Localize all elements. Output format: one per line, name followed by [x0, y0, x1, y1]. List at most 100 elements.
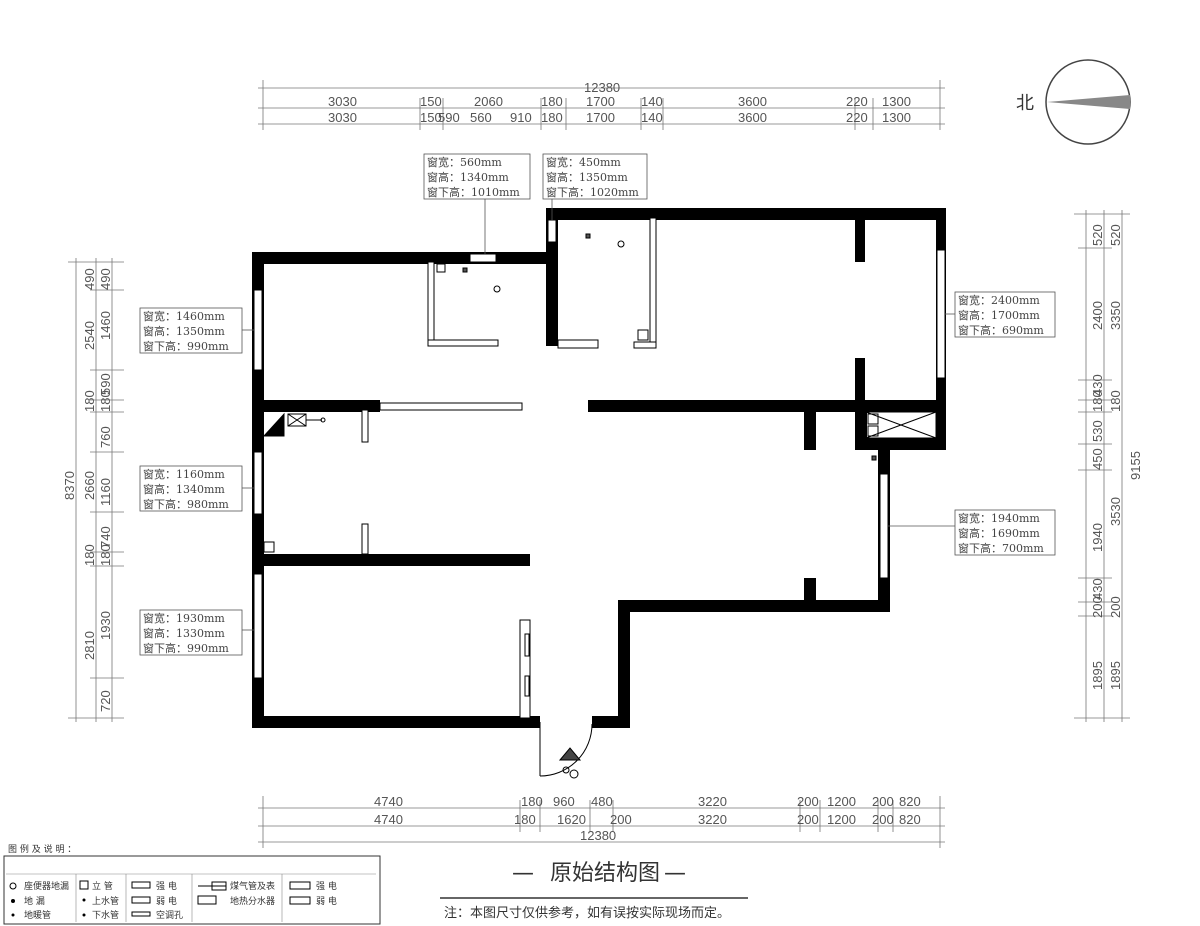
legend-item-1: 座便器地漏 — [24, 880, 69, 892]
window-6-height: 窗高：1690mm — [958, 526, 1040, 540]
legend: 图 例 及 说 明 ： 座便器地漏 地 漏 地暖管 立 管 上水管 下水管 强 … — [3, 843, 381, 925]
legend-title: 图 例 及 说 明 ： — [8, 843, 76, 855]
left-inner-1: 490 — [98, 268, 113, 290]
bottom-dim2-3: 1620 — [557, 812, 586, 827]
thin-partitions — [361, 217, 657, 719]
bottom-total-dim: 12380 — [580, 828, 616, 843]
right-inner-10: 1895 — [1090, 661, 1105, 690]
left-outer-1: 490 — [82, 268, 97, 290]
top-dim2-11: 1300 — [882, 110, 911, 125]
door-frame-2 — [524, 675, 530, 697]
right-inner-2: 2400 — [1090, 301, 1105, 330]
bottom-dim-8: 200 — [872, 794, 894, 809]
left-inner-10: 720 — [98, 690, 113, 712]
top-dim-4: 180 — [541, 94, 563, 109]
legend-item-6: 下水管 — [92, 909, 119, 921]
bottom-dim-4: 480 — [591, 794, 613, 809]
top-dim-2: 150 — [420, 94, 442, 109]
window-5 — [253, 451, 263, 515]
fixtures — [262, 233, 937, 697]
top-dim2-1: 3030 — [328, 110, 357, 125]
right-outer-4: 3530 — [1108, 497, 1123, 526]
window-5-height: 窗高：1340mm — [143, 482, 225, 496]
bottom-dim-3: 960 — [553, 794, 575, 809]
pipe-dot-3 — [871, 455, 877, 461]
legend-item-4: 立 管 — [92, 880, 113, 892]
window-7-width: 窗宽：1930mm — [143, 611, 225, 625]
bottom-dim2-2: 180 — [514, 812, 536, 827]
bottom-dim2-8: 200 — [872, 812, 894, 827]
window-5-width: 窗宽：1160mm — [143, 467, 225, 481]
left-inner-8: 180 — [98, 544, 113, 566]
window-label-6: 窗宽：1940mm 窗高：1690mm 窗下高：700mm — [888, 509, 1056, 556]
entrance-door — [539, 722, 593, 779]
disclaimer-note: 注：本图尺寸仅供参考，如有误按实际现场而定。 — [444, 905, 730, 921]
window-4 — [253, 289, 263, 371]
left-inner-7: 740 — [98, 526, 113, 548]
window-5-sill: 窗下高：980mm — [143, 497, 229, 511]
window-3-width: 窗宽：2400mm — [958, 293, 1040, 307]
legend-item-11: 地热分水器 — [230, 895, 275, 907]
window-label-4: 窗宽：1460mm 窗高：1350mm 窗下高：990mm — [139, 307, 254, 354]
bottom-dim2-1: 4740 — [374, 812, 403, 827]
left-dimensions — [68, 258, 124, 722]
left-outer-5: 180 — [82, 544, 97, 566]
title-dash-right: — — [664, 861, 686, 886]
bottom-dim-9: 820 — [899, 794, 921, 809]
window-2-height: 窗高：1350mm — [546, 170, 628, 184]
bottom-dim-7: 1200 — [827, 794, 856, 809]
legend-item-8: 弱 电 — [156, 895, 177, 907]
left-inner-6: 1160 — [98, 478, 113, 506]
corner-pillar — [262, 412, 285, 437]
window-2-sill: 窗下高：1020mm — [546, 185, 639, 199]
top-dim2-7: 1700 — [586, 110, 615, 125]
north-label: 北 — [1016, 93, 1034, 114]
window-6 — [879, 473, 889, 579]
pipe-dot-1 — [462, 267, 468, 273]
top-dim-3: 2060 — [474, 94, 503, 109]
window-label-5: 窗宽：1160mm 窗高：1340mm 窗下高：980mm — [139, 465, 254, 512]
left-inner-4: 180 — [98, 390, 113, 412]
bottom-dim-1: 4740 — [374, 794, 403, 809]
top-dim2-9: 3600 — [738, 110, 767, 125]
bottom-dim-5: 3220 — [698, 794, 727, 809]
top-dim-8: 220 — [846, 94, 868, 109]
pipe-dot-2 — [585, 233, 591, 239]
top-dim-7: 3600 — [738, 94, 767, 109]
window-1 — [469, 253, 497, 263]
window-7 — [253, 573, 263, 679]
title-dash-left: — — [512, 861, 534, 886]
window-2-width: 窗宽：450mm — [546, 155, 621, 169]
top-dim2-5: 910 — [510, 110, 532, 125]
top-total-dim: 12380 — [584, 80, 620, 95]
window-1-width: 窗宽：560mm — [427, 155, 502, 169]
drawing-title: 原始结构图 — [550, 861, 660, 886]
window-6-width: 窗宽：1940mm — [958, 511, 1040, 525]
bottom-dim-6: 200 — [797, 794, 819, 809]
legend-item-13: 弱 电 — [316, 895, 337, 907]
top-dim-1: 3030 — [328, 94, 357, 109]
shaft-box — [865, 411, 937, 439]
window-label-7: 窗宽：1930mm 窗高：1330mm 窗下高：990mm — [139, 609, 254, 656]
top-dim-6: 140 — [641, 94, 663, 109]
window-label-3: 窗宽：2400mm 窗高：1700mm 窗下高：690mm — [945, 291, 1056, 338]
left-total-dim: 8370 — [62, 471, 77, 500]
bottom-dim2-6: 200 — [797, 812, 819, 827]
riser-symbol-1 — [436, 263, 446, 273]
left-inner-9: 1930 — [98, 611, 113, 640]
top-dim-5: 1700 — [586, 94, 615, 109]
window-6-sill: 窗下高：700mm — [958, 541, 1044, 555]
right-inner-5: 530 — [1090, 420, 1105, 442]
window-4-height: 窗高：1350mm — [143, 324, 225, 338]
left-outer-3: 180 — [82, 390, 97, 412]
bottom-dim2-4: 200 — [610, 812, 632, 827]
window-3-height: 窗高：1700mm — [958, 308, 1040, 322]
window-3 — [936, 249, 946, 379]
window-7-sill: 窗下高：990mm — [143, 641, 229, 655]
legend-item-7: 强 电 — [156, 880, 177, 892]
left-outer-2: 2540 — [82, 321, 97, 350]
bottom-dim2-9: 820 — [899, 812, 921, 827]
window-1-sill: 窗下高：1010mm — [427, 185, 520, 199]
bottom-dim2-7: 1200 — [827, 812, 856, 827]
